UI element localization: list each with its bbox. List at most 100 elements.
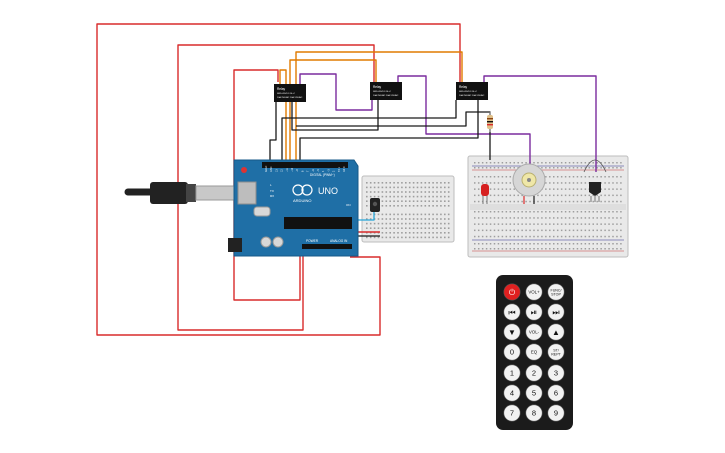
breadboard-hole: [436, 213, 438, 216]
breadboard-hole: [493, 248, 496, 250]
breadboard-hole: [580, 223, 583, 225]
breadboard-hole: [600, 235, 602, 238]
black-wire-1: [269, 100, 277, 162]
breadboard-hole: [424, 232, 427, 234]
breadboard-hole: [393, 186, 395, 189]
breadboard-hole: [489, 194, 492, 197]
breadboard-hole: [408, 213, 411, 216]
breadboard-hole: [420, 218, 423, 220]
remote-button[interactable]: ⏯: [525, 303, 543, 321]
breadboard-hole: [572, 176, 575, 178]
breadboard-hole: [604, 167, 606, 169]
remote-button[interactable]: ▼: [503, 323, 521, 341]
remote-button-label: ▼: [508, 328, 516, 337]
breadboard-hole: [553, 200, 555, 203]
breadboard-hole: [408, 227, 411, 229]
breadboard-hole: [517, 229, 519, 232]
breadboard-hole: [444, 213, 446, 216]
remote-button[interactable]: 1: [503, 364, 521, 382]
breadboard-hole: [616, 162, 618, 164]
breadboard-hole: [580, 217, 583, 219]
breadboard-hole: [373, 227, 376, 229]
remote-button[interactable]: VOL+: [525, 283, 543, 301]
breadboard-hole: [545, 248, 547, 250]
breadboard-hole: [493, 194, 496, 197]
remote-button-label: 2: [532, 369, 536, 378]
orange-wire-1: [295, 51, 463, 162]
breadboard-hole: [424, 200, 427, 202]
breadboard-hole: [564, 243, 567, 245]
remote-button[interactable]: 2: [525, 364, 543, 382]
remote-button[interactable]: FUNC/STOP: [547, 283, 565, 301]
remote-button[interactable]: 9: [547, 404, 565, 422]
breadboard-hole: [584, 162, 587, 164]
breadboard-hole: [408, 205, 411, 207]
remote-button[interactable]: ⏮: [503, 303, 521, 321]
breadboard-hole: [545, 167, 547, 169]
breadboard-hole: [444, 227, 446, 229]
breadboard-hole: [588, 229, 591, 232]
breadboard-hole: [549, 162, 551, 164]
breadboard-hole: [481, 235, 484, 238]
breadboard-hole: [592, 229, 594, 232]
breadboard-hole: [497, 194, 500, 197]
remote-button[interactable]: 3: [547, 364, 565, 382]
breadboard-hole: [533, 229, 535, 232]
breadboard-hole: [549, 217, 551, 219]
remote-button[interactable]: 5: [525, 384, 543, 402]
breadboard-hole: [408, 191, 411, 193]
breadboard-hole: [600, 211, 602, 213]
breadboard-hole: [612, 243, 614, 245]
breadboard-hole: [509, 211, 512, 213]
arduino-uno-board: ARDUINO UNO DIGITAL (PWM~) ANALOG IN POW…: [228, 159, 359, 257]
breadboard-hole: [600, 229, 602, 232]
breadboard-hole: [513, 188, 515, 190]
remote-button[interactable]: ST/REPT: [547, 343, 565, 361]
remote-button[interactable]: 0: [503, 343, 521, 361]
breadboard-hole: [537, 235, 539, 238]
breadboard-hole: [428, 222, 430, 225]
breadboard-hole: [553, 211, 555, 213]
breadboard-hole: [604, 211, 606, 213]
breadboard-hole: [477, 217, 480, 219]
breadboard-hole: [366, 200, 368, 202]
breadboard-hole: [489, 248, 492, 250]
breadboard-hole: [420, 227, 423, 229]
breadboard-hole: [485, 162, 488, 164]
breadboard-hole: [545, 200, 547, 203]
remote-button[interactable]: ⏭: [547, 303, 565, 321]
breadboard-hole: [408, 232, 411, 234]
breadboard-hole: [584, 229, 587, 232]
breadboard-hole: [604, 248, 606, 250]
breadboard-hole: [477, 200, 480, 203]
breadboard-hole: [373, 186, 376, 189]
breadboard-hole: [447, 236, 450, 239]
arduino-pin-label: ~3: [327, 169, 330, 172]
breadboard-hole: [596, 162, 598, 164]
breadboard-hole: [505, 211, 508, 213]
relay-1-line1: SRD-05VDC-SL-C: [277, 93, 296, 95]
black-wire-5: [296, 111, 491, 160]
breadboard-hole: [366, 218, 368, 220]
breadboard-hole: [564, 248, 567, 250]
breadboard-hole: [584, 223, 587, 225]
remote-button[interactable]: VOL-: [525, 323, 543, 341]
breadboard-hole: [447, 191, 450, 193]
remote-button[interactable]: 8: [525, 404, 543, 422]
breadboard-hole: [493, 211, 496, 213]
breadboard-hole: [553, 188, 555, 190]
remote-button[interactable]: EQ: [525, 343, 543, 361]
breadboard-hole: [513, 223, 515, 225]
remote-button[interactable]: ▲: [547, 323, 565, 341]
breadboard-hole: [416, 218, 419, 220]
breadboard-hole: [505, 248, 508, 250]
remote-button[interactable]: 7: [503, 404, 521, 422]
remote-button[interactable]: 6: [547, 384, 565, 402]
remote-button[interactable]: ⏻: [503, 283, 521, 301]
breadboard-hole: [505, 188, 508, 190]
breadboard-hole: [405, 218, 407, 220]
breadboard-hole: [580, 194, 583, 197]
breadboard-hole: [584, 243, 587, 245]
breadboard-hole: [616, 223, 618, 225]
remote-button[interactable]: 4: [503, 384, 521, 402]
